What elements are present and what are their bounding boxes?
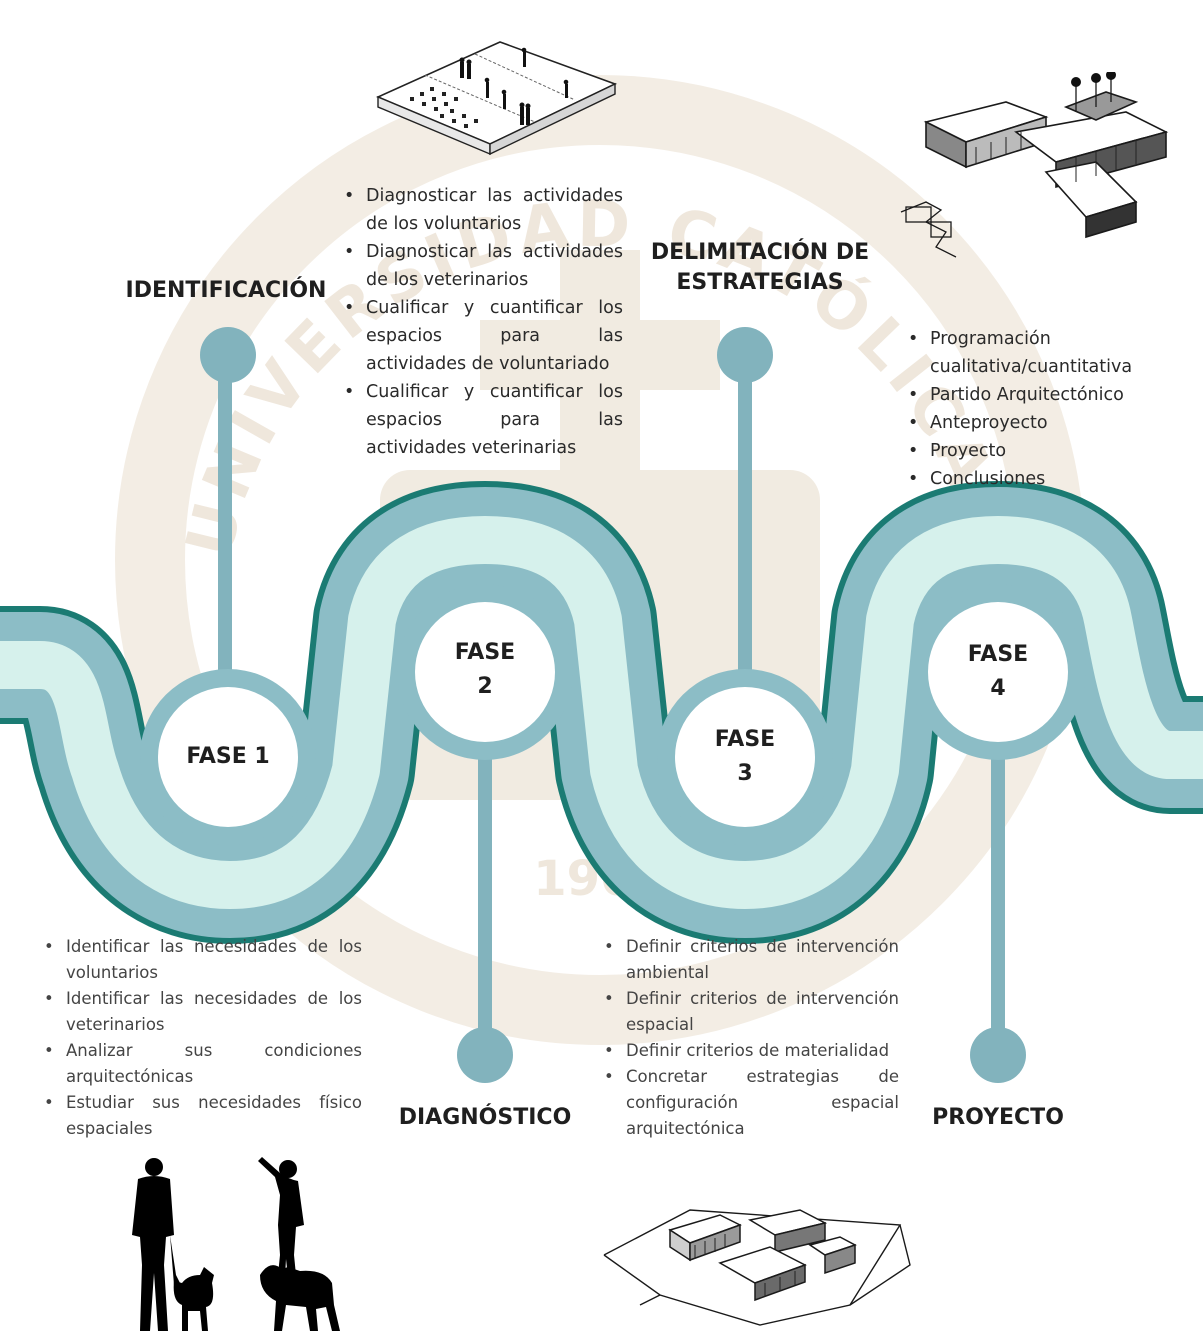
phase-3-node bbox=[657, 669, 833, 845]
list-item: Definir criterios de intervención espaci… bbox=[602, 986, 899, 1038]
phase-3-list: Definir criterios de intervención ambien… bbox=[602, 934, 899, 1142]
list-item: Diagnosticar las actividades de los vete… bbox=[342, 238, 623, 294]
wave-band-light bbox=[0, 516, 1203, 909]
list-item: Diagnosticar las actividades de los volu… bbox=[342, 182, 623, 238]
phase-2-node bbox=[397, 584, 573, 760]
phase-2-connector bbox=[457, 750, 513, 1083]
list-item: Definir criterios de materialidad bbox=[602, 1038, 899, 1064]
site-volumes-sketch bbox=[603, 1209, 911, 1326]
list-item: Identificar las necesidades de los volun… bbox=[42, 934, 362, 986]
phase-1-node bbox=[140, 669, 316, 845]
phase-4-node bbox=[910, 584, 1086, 760]
heading-proyecto: PROYECTO bbox=[932, 1105, 1064, 1130]
heading-identificacion: IDENTIFICACIÓN bbox=[125, 278, 327, 303]
phase-4-list: Programación cualitativa/cuantitativa Pa… bbox=[906, 325, 1166, 493]
list-item: Conclusiones bbox=[906, 465, 1166, 493]
list-item: Anteproyecto bbox=[906, 409, 1166, 437]
phase-2-label: FASE 2 bbox=[454, 640, 516, 699]
volunteer-dog-silhouettes bbox=[132, 1157, 340, 1331]
list-item: Identificar las necesidades de los veter… bbox=[42, 986, 362, 1038]
list-item: Proyecto bbox=[906, 437, 1166, 465]
list-item: Programación cualitativa/cuantitativa bbox=[906, 325, 1166, 381]
phase-1-connector bbox=[200, 327, 256, 692]
phase-4-label: FASE 4 bbox=[967, 642, 1029, 701]
phase-2-list: Diagnosticar las actividades de los volu… bbox=[342, 182, 623, 462]
phase-1-label: FASE 1 bbox=[186, 744, 270, 769]
list-item: Partido Arquitectónico bbox=[906, 381, 1166, 409]
list-item: Cualificar y cuantificar los espacios pa… bbox=[342, 378, 623, 462]
phase-3-connector bbox=[717, 327, 773, 677]
architectural-perspective-sketch bbox=[900, 72, 1169, 258]
phase-3-label: FASE 3 bbox=[714, 727, 776, 786]
phase-4-connector bbox=[970, 750, 1026, 1083]
heading-diagnostico: DIAGNÓSTICO bbox=[398, 1105, 572, 1130]
list-item: Analizar sus condiciones arquitectónicas bbox=[42, 1038, 362, 1090]
heading-delimitacion: DELIMITACIÓN DE ESTRATEGIAS bbox=[650, 240, 870, 295]
isometric-plan-people-sketch bbox=[375, 41, 618, 156]
list-item: Concretar estrategias de configuración e… bbox=[602, 1064, 899, 1142]
phase-1-list: Identificar las necesidades de los volun… bbox=[42, 934, 362, 1142]
list-item: Definir criterios de intervención ambien… bbox=[602, 934, 899, 986]
list-item: Estudiar sus necesidades físico espacial… bbox=[42, 1090, 362, 1142]
list-item: Cualificar y cuantificar los espacios pa… bbox=[342, 294, 623, 378]
